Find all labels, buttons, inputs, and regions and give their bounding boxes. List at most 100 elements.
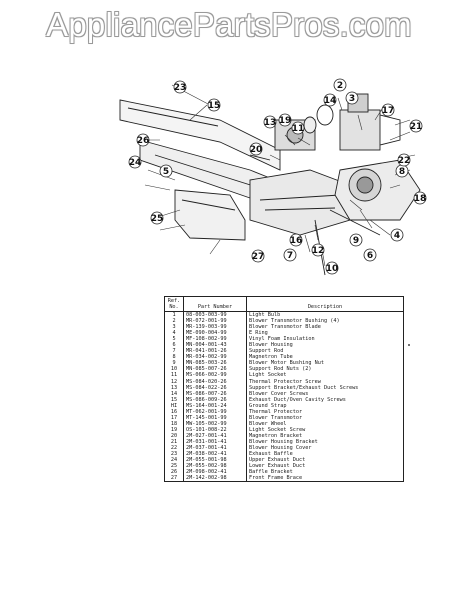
watermark-logo: AppliancePartsPros.com xyxy=(46,6,412,43)
description-cell: Blower Cover Screws xyxy=(249,390,309,397)
part-number-cell: MT-145-001-99 xyxy=(183,414,247,421)
part-number-cell: MR-034-002-99 xyxy=(183,354,247,361)
ref-no-cell: HI xyxy=(164,402,184,409)
part-number-cell: 2M-055-002-98 xyxy=(183,463,247,470)
ref-no-cell: 24 xyxy=(164,457,184,464)
description-cell: Magnetron Tube xyxy=(249,354,293,361)
part-number-cell: MN-004-001-43 xyxy=(183,342,247,349)
callout-23: 23 xyxy=(174,83,187,93)
callout-2: 2 xyxy=(337,81,343,91)
part-number-cell: 08-003-003-99 xyxy=(183,311,247,319)
ref-no-cell: 10 xyxy=(164,366,184,373)
part-number-cell: MS-164-001-24 xyxy=(183,402,247,409)
callout-6: 6 xyxy=(367,251,373,261)
callout-25: 25 xyxy=(151,214,164,224)
callout-18: 18 xyxy=(414,194,427,204)
description-cell: Blower Transmotor xyxy=(249,414,303,421)
ref-no-cell: 23 xyxy=(164,451,184,458)
ref-no-cell: 3 xyxy=(164,324,184,331)
part-number-cell: 2M-142-002-98 xyxy=(183,475,247,482)
exploded-parts-diagram: 2 3 4 5 6 7 8 9 10 11 12 13 14 15 16 17 … xyxy=(119,78,427,276)
ref-no-cell: 18 xyxy=(164,420,184,427)
part-number-cell: ME-090-004-99 xyxy=(183,330,247,337)
part-number-cell: 2M-055-001-98 xyxy=(183,457,247,464)
description-cell: Blower Transmotor Blade xyxy=(249,324,321,331)
callout-19: 19 xyxy=(279,116,292,126)
scan-speck xyxy=(408,344,410,346)
description-cell: Support Rod xyxy=(249,348,284,355)
part-number-cell: MF-108-002-99 xyxy=(183,336,247,343)
description-cell: Blower Housing Bracket xyxy=(249,438,318,445)
part-number-header: Part Number xyxy=(183,296,247,312)
callout-22: 22 xyxy=(398,156,411,166)
part-number-cell: 2M-038-002-41 xyxy=(183,451,247,458)
callout-4: 4 xyxy=(394,231,400,241)
ref-no-cell: 4 xyxy=(164,330,184,337)
description-cell: Ground Strap xyxy=(249,402,287,409)
ref-no-cell: 13 xyxy=(164,384,184,391)
description-cell: Baffle Bracket xyxy=(249,469,293,476)
callout-12: 12 xyxy=(312,246,325,256)
ref-no-cell: 22 xyxy=(164,445,184,452)
part-number-cell: MN-085-003-26 xyxy=(183,360,247,367)
part-number-cell: MN-085-007-26 xyxy=(183,366,247,373)
callout-21: 21 xyxy=(410,122,423,132)
callout-10: 10 xyxy=(326,264,339,274)
description-cell: Blower Housing xyxy=(249,342,293,349)
part-number-cell: MT-062-001-99 xyxy=(183,408,247,415)
part-number-cell: MW-105-002-99 xyxy=(183,420,247,427)
description-cell: Upper Exhaust Duct xyxy=(249,457,306,464)
part-number-cell: MS-084-020-26 xyxy=(183,378,247,385)
callout-13: 13 xyxy=(264,118,277,128)
part-number-cell: MS-084-022-26 xyxy=(183,384,247,391)
description-cell: E Ring xyxy=(249,330,268,337)
callout-17: 17 xyxy=(382,106,395,116)
description-cell: Support Bracket/Exhaust Duct Screws xyxy=(249,384,359,391)
description-cell: Thermal Protector Screw xyxy=(249,378,321,385)
callout-14: 14 xyxy=(324,96,337,106)
ref-no-cell: 19 xyxy=(164,426,184,433)
ref-no-cell: 26 xyxy=(164,469,184,476)
part-number-cell: 2M-037-001-41 xyxy=(183,445,247,452)
description-cell: Front Frame Brace xyxy=(249,475,303,482)
callout-24: 24 xyxy=(129,158,142,168)
description-cell: Exhaust Baffle xyxy=(249,451,293,458)
callout-3: 3 xyxy=(349,94,355,104)
ref-no-cell: 6 xyxy=(164,342,184,349)
ref-no-cell: 5 xyxy=(164,336,184,343)
ref-no-cell: 14 xyxy=(164,390,184,397)
description-cell: Support Rod Nuts (2) xyxy=(249,366,312,373)
callout-20: 20 xyxy=(250,145,263,155)
part-number-cell: MR-072-001-99 xyxy=(183,318,247,325)
part-number-cell: MR-041-001-26 xyxy=(183,348,247,355)
description-cell: Light Socket xyxy=(249,372,287,379)
part-number-cell: MS-086-007-26 xyxy=(183,390,247,397)
ref-no-cell: 12 xyxy=(164,378,184,385)
description-header: Description xyxy=(246,296,404,312)
part-number-cell: MR-139-003-99 xyxy=(183,324,247,331)
ref-no-cell: 9 xyxy=(164,360,184,367)
description-cell: Light Bulb xyxy=(249,312,281,318)
ref-no-cell: 2 xyxy=(164,318,184,325)
description-cell: Blower Wheel xyxy=(249,420,287,427)
